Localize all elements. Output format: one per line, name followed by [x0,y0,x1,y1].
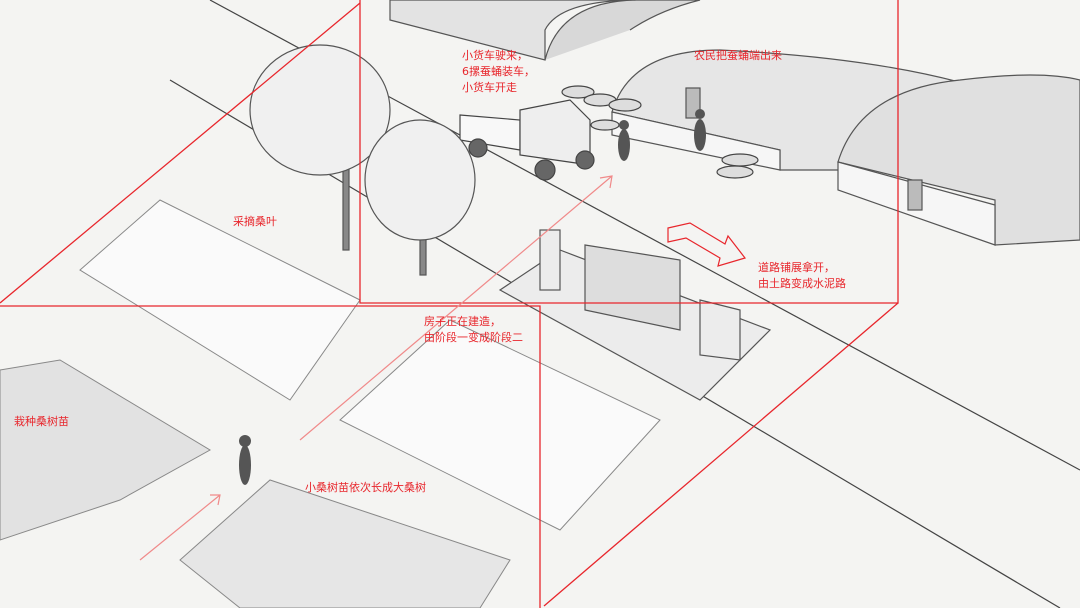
road-annotation-line: 道路铺展拿开， [758,261,835,274]
house-annotation-line: 由阶段一变成阶段二 [424,331,523,344]
progress-arrows [139,175,747,561]
mulberry-fields [0,199,661,608]
truck-annotation-line: 小货车开走 [462,81,517,94]
truck-annotation-line: 小货车驶来， [462,49,528,62]
pick-leaves-annotation: 采摘桑叶 [233,215,277,228]
truck-annotation: 小货车驶来， 6摞蚕蛹装车， 小货车开走 [462,48,535,96]
road-annotation: 道路铺展拿开， 由土路变成水泥路 [758,260,846,292]
farmer-carry-annotation: 农民把蚕蛹端出来 [694,49,782,62]
house-under-construction [498,229,772,401]
annotation-frames [0,0,899,608]
road-annotation-line: 由土路变成水泥路 [758,277,846,290]
house-annotation: 房子正在建造， 由阶段一变成阶段二 [424,314,523,346]
grow-trees-annotation: 小桑树苗依次长成大桑树 [305,481,426,494]
house-annotation-line: 房子正在建造， [424,315,501,328]
truck [459,85,759,181]
truck-annotation-line: 6摞蚕蛹装车， [462,65,535,78]
plant-seedlings-annotation: 栽种桑树苗 [14,415,69,428]
trees [249,44,476,276]
